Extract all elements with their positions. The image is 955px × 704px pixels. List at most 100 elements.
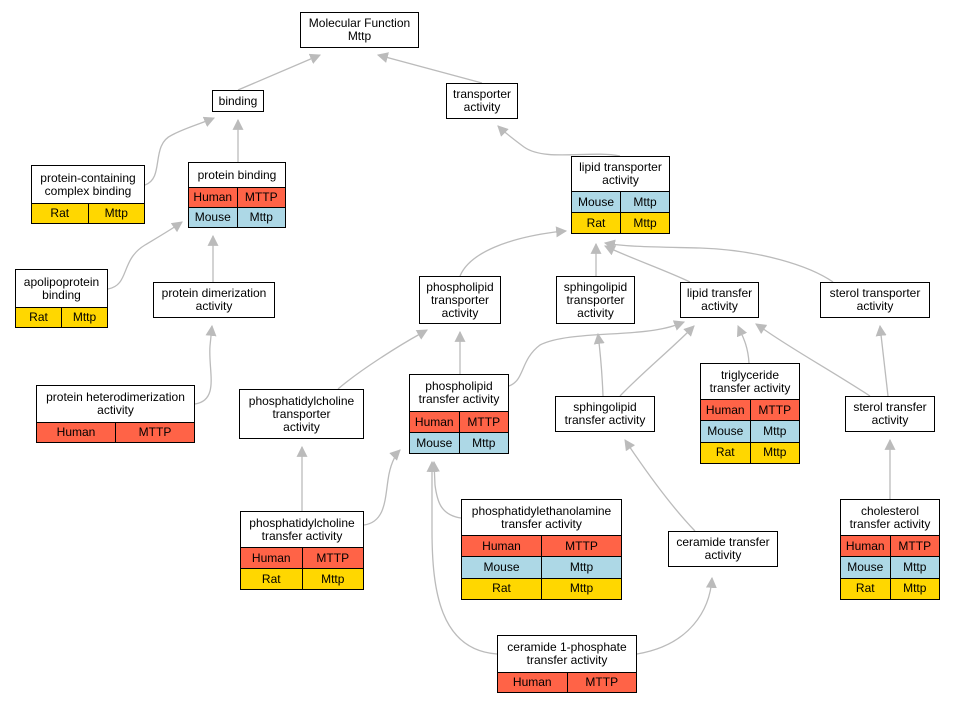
edge-lipidtransporter-to-transporter xyxy=(497,125,621,157)
node-steroltransporter[interactable]: sterol transporter activity xyxy=(820,282,930,318)
edge-plt-to-lipidtransporter xyxy=(459,226,568,277)
gene-cell: MTTP xyxy=(458,412,509,432)
edge-c1ptransfer-to-certransfer xyxy=(636,576,717,655)
node-label: binding xyxy=(218,93,258,108)
node-plt[interactable]: phospholipid transporter activity xyxy=(419,276,501,324)
species-cell: Human xyxy=(705,402,745,417)
species-row-mouse: Mouse Mttp xyxy=(572,191,669,212)
gene-cell: Mttp xyxy=(889,557,940,578)
edge-steroltransfer-to-steroltransporter xyxy=(875,324,889,397)
gene-cell: Mttp xyxy=(301,569,364,589)
node-label: apolipoprotein binding xyxy=(23,274,100,302)
gene-cell: Mttp xyxy=(541,557,621,578)
gene-cell: MTTP xyxy=(236,188,286,207)
node-label: transporter activity xyxy=(452,87,512,114)
species-cell: Human xyxy=(845,538,885,553)
node-label: ceramide transfer activity xyxy=(676,535,770,562)
species-cell: Rat xyxy=(261,571,281,586)
node-label: phosphatidylethanolamine transfer activi… xyxy=(471,503,612,531)
edge-pctransfer-to-pltransfer xyxy=(363,449,401,526)
species-row-mouse: Mouse Mttp xyxy=(462,556,621,578)
gene-cell: MTTP xyxy=(301,548,364,568)
species-row-rat: Rat Mttp xyxy=(32,203,144,223)
gene-cell: Mttp xyxy=(749,421,800,442)
node-steroltransfer[interactable]: sterol transfer activity xyxy=(845,396,935,432)
gene-cell: MTTP xyxy=(115,423,194,442)
species-cell: Mouse xyxy=(707,423,744,438)
species-cell: Human xyxy=(193,190,233,204)
species-cell: Rat xyxy=(715,445,735,460)
node-petransfer[interactable]: phosphatidylethanolamine transfer activi… xyxy=(461,499,622,600)
node-label: cholesterol transfer activity xyxy=(849,503,931,531)
species-cell: Mouse xyxy=(483,559,520,574)
edge-petransfer-to-pltransfer xyxy=(428,460,462,519)
node-slt[interactable]: sphingolipid transporter activity xyxy=(556,276,635,324)
gene-cell: MTTP xyxy=(541,536,621,557)
node-label: protein binding xyxy=(197,167,277,182)
node-label: phosphatidylcholine transfer activity xyxy=(249,515,355,543)
gene-cell: Mttp xyxy=(541,578,621,599)
node-label: triglyceride transfer activity xyxy=(709,367,791,395)
node-protdimer[interactable]: protein dimerization activity xyxy=(153,282,275,318)
node-binding[interactable]: binding xyxy=(212,90,264,112)
gene-cell: Mttp xyxy=(87,204,145,223)
gene-cell: Mttp xyxy=(889,578,940,599)
edge-transporter-to-mf xyxy=(376,52,483,84)
node-label: sterol transfer activity xyxy=(853,400,927,427)
node-label: sterol transporter activity xyxy=(829,286,921,313)
node-mf[interactable]: Molecular Function Mttp xyxy=(300,12,419,48)
gene-cell: Mttp xyxy=(620,192,669,212)
gene-cell: Mttp xyxy=(236,208,286,227)
node-certransfer[interactable]: ceramide transfer activity xyxy=(668,531,778,567)
species-row-mouse: Mouse Mttp xyxy=(701,420,800,442)
node-label: phospholipid transfer activity xyxy=(418,379,500,406)
node-transporter[interactable]: transporter activity xyxy=(446,83,518,119)
node-label: Molecular Function Mttp xyxy=(308,16,411,43)
node-label: lipid transporter activity xyxy=(579,160,662,187)
species-cell: Human xyxy=(56,425,96,439)
edge-heterodimer-to-protdimer xyxy=(194,324,217,405)
species-cell: Human xyxy=(512,675,552,689)
species-cell: Rat xyxy=(492,581,511,596)
node-lipidtransfer[interactable]: lipid transfer activity xyxy=(680,282,759,318)
node-sltransfer[interactable]: sphingolipid transfer activity xyxy=(555,396,655,432)
gene-cell: MTTP xyxy=(889,536,940,557)
edge-sltransfer-to-lipidtransfer xyxy=(619,325,695,397)
species-cell: Rat xyxy=(50,206,70,220)
edge-tgtransfer-to-lipidtransfer xyxy=(736,324,750,364)
edge-certransfer-to-sltransfer xyxy=(624,439,696,532)
node-label: sphingolipid transfer activity xyxy=(564,400,646,427)
species-cell: Human xyxy=(251,550,291,565)
species-row-human: Human MTTP xyxy=(37,422,194,442)
species-cell: Mouse xyxy=(577,194,615,209)
gene-cell: MTTP xyxy=(566,673,637,692)
node-pctransporter[interactable]: phosphatidylcholine transporter activity xyxy=(239,389,364,439)
edge-binding-to-mf xyxy=(237,53,322,91)
species-row-human: Human MTTP xyxy=(841,535,940,557)
edge-pltransfer-to-lipidtransfer xyxy=(508,320,686,387)
species-row-rat: Rat Mttp xyxy=(241,568,363,589)
species-row-human: Human MTTP xyxy=(498,672,636,692)
species-row-rat: Rat Mttp xyxy=(462,577,621,599)
gene-cell: Mttp xyxy=(458,433,509,453)
